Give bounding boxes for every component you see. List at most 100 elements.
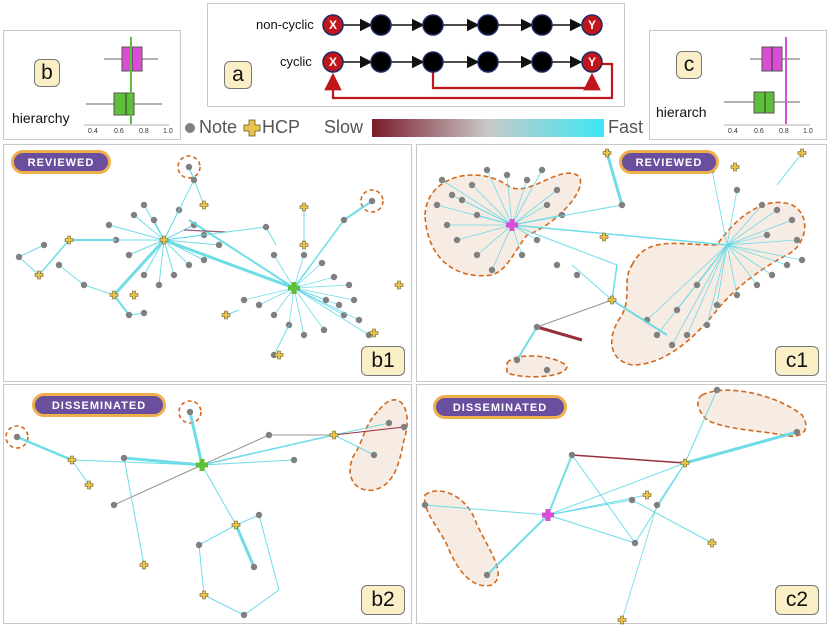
edge bbox=[726, 189, 738, 246]
note-node bbox=[533, 323, 541, 331]
note-node bbox=[458, 196, 466, 204]
edge bbox=[571, 264, 613, 301]
note-node bbox=[215, 241, 223, 249]
hierarchy-label-c: hierarch bbox=[656, 104, 707, 120]
edge bbox=[424, 504, 549, 516]
edge bbox=[776, 152, 803, 186]
note-node bbox=[250, 563, 258, 571]
node-x-bottom: X bbox=[328, 55, 337, 69]
edge bbox=[631, 499, 713, 544]
note-node bbox=[518, 251, 526, 259]
note-node bbox=[538, 166, 546, 174]
note-node bbox=[473, 211, 481, 219]
edge bbox=[201, 459, 295, 466]
badge-disseminated-c2: DISSEMINATED bbox=[433, 395, 567, 419]
boxplot-b bbox=[84, 37, 169, 126]
note-node bbox=[433, 201, 441, 209]
hcp-node bbox=[607, 295, 617, 305]
note-node bbox=[345, 281, 353, 289]
edge bbox=[288, 287, 295, 326]
cluster-outline bbox=[178, 400, 202, 424]
edge bbox=[273, 254, 295, 289]
note-node bbox=[350, 296, 358, 304]
speed-gradient-bar bbox=[372, 119, 604, 137]
note-node bbox=[768, 271, 776, 279]
edge bbox=[201, 434, 270, 466]
edge bbox=[671, 244, 728, 346]
hcp-node bbox=[299, 240, 309, 250]
edge bbox=[58, 264, 85, 286]
legend-slow-label: Slow bbox=[324, 117, 364, 137]
edge bbox=[646, 244, 728, 321]
edge bbox=[163, 226, 267, 241]
note-node bbox=[140, 309, 148, 317]
edge bbox=[108, 224, 165, 241]
note-node bbox=[773, 206, 781, 214]
note-node bbox=[668, 341, 676, 349]
hcp-node bbox=[159, 235, 169, 245]
cluster-outline bbox=[177, 155, 201, 179]
note-node bbox=[318, 259, 326, 267]
tag-b: b bbox=[34, 59, 60, 87]
edge bbox=[265, 226, 277, 246]
note-node bbox=[125, 251, 133, 259]
note-node bbox=[543, 366, 551, 374]
note-node bbox=[255, 511, 263, 519]
edge bbox=[486, 514, 549, 576]
edge bbox=[188, 411, 204, 466]
edge bbox=[183, 229, 227, 233]
note-node bbox=[443, 221, 451, 229]
note-node bbox=[240, 296, 248, 304]
hcp-node bbox=[599, 232, 609, 242]
edge bbox=[123, 457, 145, 566]
badge-reviewed-b1: REVIEWED bbox=[11, 150, 111, 174]
edge bbox=[18, 256, 40, 276]
hcp-node bbox=[231, 520, 241, 530]
edge bbox=[547, 462, 686, 516]
note-node bbox=[80, 281, 88, 289]
note-node bbox=[340, 216, 348, 224]
edge bbox=[696, 244, 728, 286]
edge bbox=[198, 544, 205, 596]
note-node bbox=[653, 331, 661, 339]
note-node bbox=[488, 266, 496, 274]
note-node bbox=[335, 301, 343, 309]
tick-c-2: 0.8 bbox=[779, 128, 789, 135]
hcp-node bbox=[299, 202, 309, 212]
edge bbox=[293, 219, 345, 289]
note-node bbox=[553, 186, 561, 194]
edge bbox=[293, 287, 325, 331]
note-node bbox=[355, 316, 363, 324]
note-node bbox=[150, 216, 158, 224]
note-node bbox=[513, 356, 521, 364]
note-node bbox=[290, 456, 298, 464]
edge bbox=[203, 594, 245, 616]
edge bbox=[684, 430, 798, 465]
note-node bbox=[40, 241, 48, 249]
edge bbox=[333, 426, 405, 436]
note-node bbox=[15, 253, 23, 261]
note-node bbox=[523, 176, 531, 184]
edge bbox=[258, 287, 295, 306]
note-node bbox=[140, 201, 148, 209]
edge bbox=[273, 324, 290, 356]
note-node bbox=[733, 186, 741, 194]
hcp-node bbox=[617, 615, 627, 625]
tick-b-1: 0.6 bbox=[114, 128, 124, 135]
edge bbox=[511, 204, 548, 226]
note-node bbox=[793, 236, 801, 244]
edge bbox=[293, 287, 355, 301]
edge bbox=[198, 524, 237, 546]
note-node bbox=[330, 273, 338, 281]
hub-node bbox=[288, 282, 300, 294]
badge-disseminated-b2: DISSEMINATED bbox=[32, 393, 166, 417]
hcp-node bbox=[199, 590, 209, 600]
edge bbox=[163, 224, 195, 241]
edge bbox=[486, 169, 513, 226]
note-node bbox=[783, 261, 791, 269]
note-node bbox=[631, 539, 639, 547]
note-node bbox=[262, 223, 270, 231]
note-node bbox=[368, 197, 376, 205]
note-node bbox=[270, 311, 278, 319]
hcp-node bbox=[64, 235, 74, 245]
